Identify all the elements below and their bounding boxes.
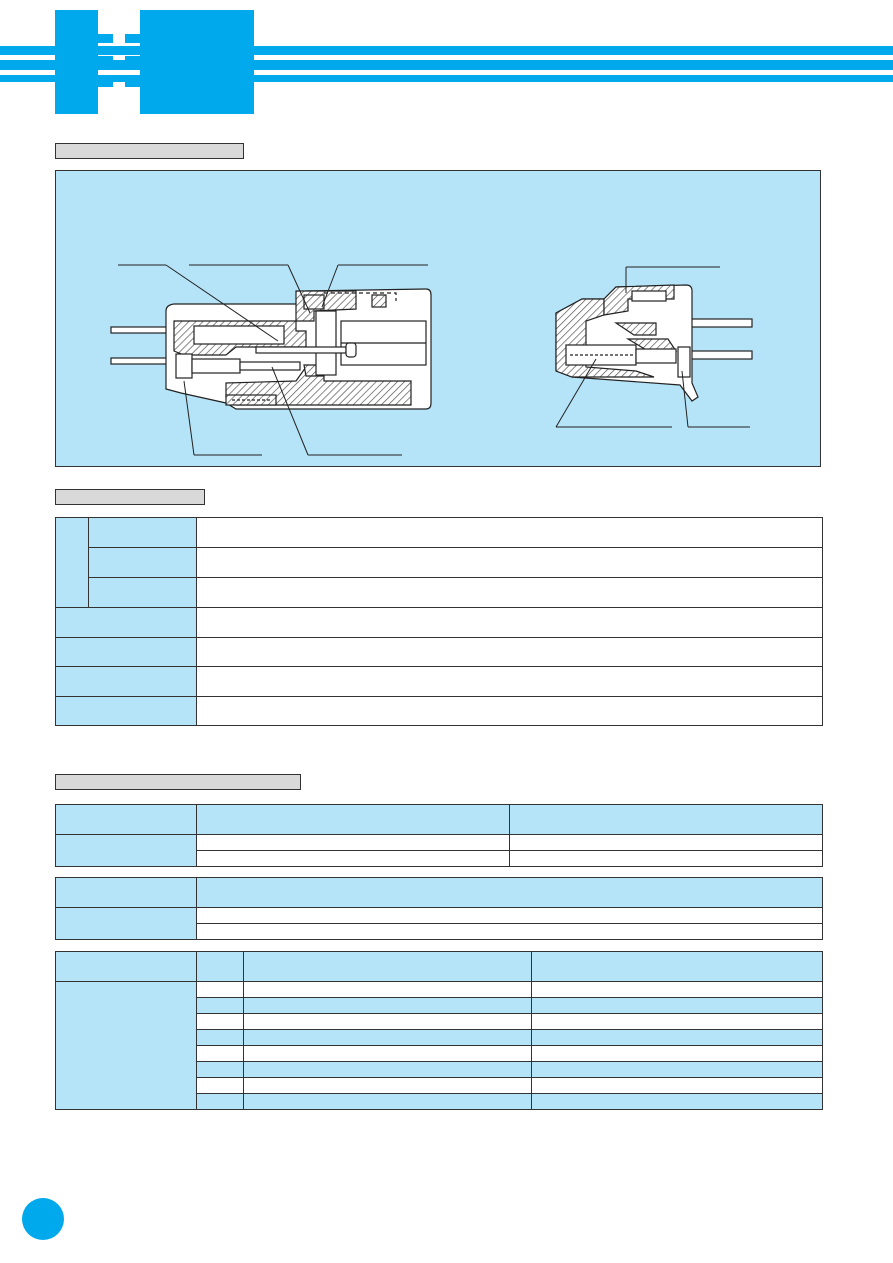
row-header-cell <box>55 666 197 697</box>
table-header-row <box>55 804 823 835</box>
row-header-cell <box>55 607 197 638</box>
header-cell <box>55 804 197 835</box>
table-row <box>56 577 823 608</box>
header-cell <box>196 951 244 982</box>
section-label-specifications <box>55 489 205 505</box>
value-cell <box>509 850 823 867</box>
value-cell <box>509 834 823 851</box>
header-cell <box>531 951 823 982</box>
table-row <box>56 923 823 940</box>
value-cell <box>243 997 532 1014</box>
header-cell <box>196 804 510 835</box>
value-cell <box>196 517 823 548</box>
header-cell <box>55 877 197 908</box>
row-header-cell <box>88 577 197 608</box>
value-cell <box>196 997 244 1014</box>
value-cell <box>196 696 823 726</box>
left-connector-drawing <box>110 288 432 410</box>
table-row <box>55 607 823 638</box>
table-row <box>56 1077 823 1094</box>
row-header-cell <box>55 907 197 940</box>
page-number-badge <box>22 1198 64 1240</box>
table-row <box>56 997 823 1014</box>
table-row <box>56 547 823 578</box>
value-cell <box>531 1029 823 1046</box>
row-header-cell <box>55 637 197 667</box>
table-row <box>55 981 823 1110</box>
materials-table-3 <box>55 951 823 1110</box>
connector-cross-section-diagram <box>110 264 753 456</box>
value-cell <box>531 1061 823 1078</box>
left-callout-leaders <box>118 264 428 456</box>
row-header-cell <box>55 696 197 726</box>
table-row <box>55 637 823 667</box>
right-connector-drawing <box>555 284 753 402</box>
value-cell <box>531 1045 823 1062</box>
value-cell <box>243 1061 532 1078</box>
value-cell <box>196 834 510 851</box>
table-row <box>55 696 823 726</box>
table-row <box>55 666 823 697</box>
row-header-cell <box>55 981 197 1110</box>
value-cell <box>243 1013 532 1030</box>
value-cell <box>531 997 823 1014</box>
value-cell <box>196 923 823 940</box>
value-cell <box>243 1029 532 1046</box>
table-header-row <box>55 877 823 908</box>
value-cell <box>196 637 823 667</box>
value-cell <box>243 981 532 998</box>
value-cell <box>196 1045 244 1062</box>
value-cell <box>531 981 823 998</box>
table-row <box>56 850 823 867</box>
table-row <box>56 1013 823 1030</box>
row-header-cell <box>88 547 197 578</box>
section-label-materials <box>55 774 301 790</box>
header-cell <box>243 951 532 982</box>
table-header-row <box>55 951 823 982</box>
value-cell <box>196 1093 244 1110</box>
value-cell <box>196 907 823 924</box>
value-cell <box>243 1045 532 1062</box>
header-stripe <box>0 75 893 82</box>
header-cell <box>509 804 823 835</box>
value-cell <box>196 981 244 998</box>
header-cell <box>196 877 823 908</box>
specifications-table <box>55 517 823 726</box>
value-cell <box>196 1061 244 1078</box>
value-cell <box>531 1093 823 1110</box>
table-row <box>56 1061 823 1078</box>
materials-table-2 <box>55 877 823 940</box>
header-stripe <box>0 60 893 70</box>
value-cell <box>196 850 510 867</box>
table-row <box>55 907 823 940</box>
section-label-construction <box>55 143 244 159</box>
value-cell <box>196 607 823 638</box>
materials-table-1 <box>55 804 823 867</box>
table-row <box>55 517 823 608</box>
header-cell <box>55 951 197 982</box>
table-row <box>56 1093 823 1110</box>
value-cell <box>196 1029 244 1046</box>
value-cell <box>243 1093 532 1110</box>
table-row <box>55 834 823 867</box>
header-stripe <box>0 46 893 55</box>
right-callout-leaders <box>555 266 750 428</box>
row-header-cell <box>88 517 197 548</box>
value-cell <box>243 1077 532 1094</box>
row-header-cell <box>55 834 197 867</box>
value-cell <box>196 1013 244 1030</box>
row-group-header-cell <box>55 517 89 608</box>
value-cell <box>531 1013 823 1030</box>
construction-diagram-panel <box>55 170 821 467</box>
value-cell <box>196 666 823 697</box>
value-cell <box>196 547 823 578</box>
value-cell <box>196 1077 244 1094</box>
value-cell <box>196 577 823 608</box>
value-cell <box>531 1077 823 1094</box>
